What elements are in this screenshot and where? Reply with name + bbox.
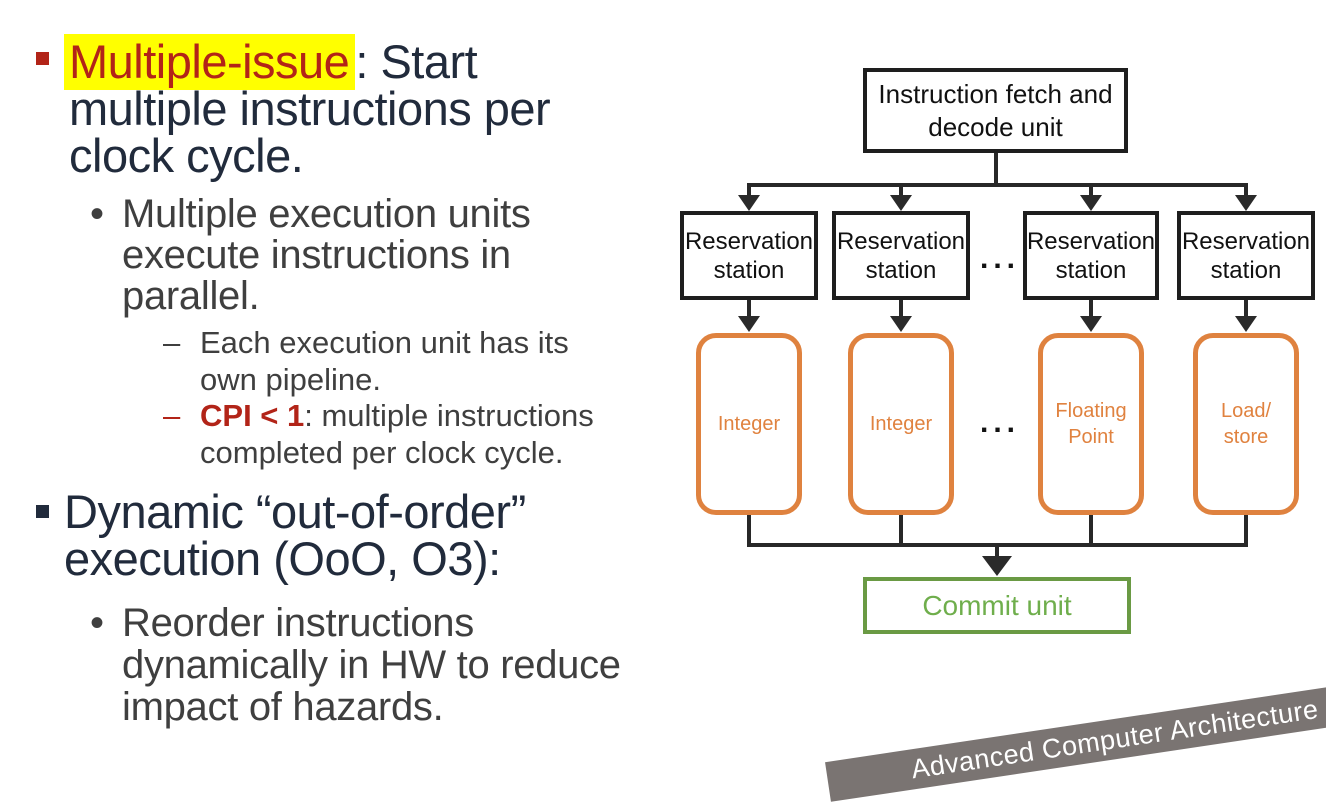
connector-line — [1244, 183, 1248, 197]
connector-line — [899, 300, 903, 317]
dashitem-text: : multiple instructions — [304, 398, 594, 433]
dashitem-text: completed per clock cycle. — [200, 434, 564, 470]
heading-text: clock cycle. — [69, 129, 304, 182]
reservation-station-box: Reservation station — [832, 211, 970, 300]
arrow-down-icon — [1080, 316, 1102, 332]
load-store-unit-box: Load/ store — [1193, 333, 1299, 515]
red-square-bullet-icon — [36, 52, 49, 65]
dash-bullet-icon: – — [163, 398, 181, 433]
rs-label: station — [713, 256, 785, 284]
heading-text: Dynamic “out-of-order” — [64, 485, 526, 538]
connector-line — [899, 515, 903, 547]
subbullet-execution-units: • Multiple execution units execute instr… — [90, 192, 682, 318]
rs-label: station — [1055, 256, 1127, 284]
dot-bullet-icon: • — [90, 601, 104, 645]
subbullet-text: dynamically in HW to reduce — [122, 643, 621, 687]
rs-label: Reservation — [1181, 227, 1311, 255]
integer-unit-box: Integer — [848, 333, 954, 515]
connector-line — [747, 183, 751, 197]
arrow-down-icon — [1235, 195, 1257, 211]
reservation-station-box: Reservation station — [1023, 211, 1159, 300]
banner-text: Advanced Computer Architecture — [909, 693, 1321, 784]
integer-unit-box: Integer — [696, 333, 802, 515]
heading-text: : Start — [355, 35, 478, 88]
bullet-dynamic-ooo: Dynamic “out-of-order” execution (OoO, O… — [64, 488, 684, 582]
rs-label: Reservation — [684, 227, 814, 255]
highlighted-term: Multiple-issue — [64, 34, 356, 90]
connector-line — [995, 543, 999, 558]
connector-line — [1089, 515, 1093, 547]
bullet-multiple-issue: Multiple-issue: Start multiple instructi… — [64, 34, 689, 182]
cpi-term: CPI < 1 — [200, 398, 305, 433]
heading-text: multiple instructions per — [69, 82, 551, 135]
connector-line — [1244, 515, 1248, 547]
subbullet-text: Multiple execution units — [122, 192, 531, 236]
dashitem-text: own pipeline. — [200, 361, 381, 397]
connector-line — [1244, 300, 1248, 317]
commit-unit-box: Commit unit — [863, 577, 1131, 634]
arrow-down-icon — [738, 316, 760, 332]
dashitem-own-pipeline: – Each execution unit has its own pipeli… — [163, 325, 700, 398]
arrow-down-icon — [1080, 195, 1102, 211]
connector-line — [747, 300, 751, 317]
fetch-box-label: decode unit — [928, 111, 1063, 142]
arrow-down-icon — [738, 195, 760, 211]
heading-text: execution (OoO, O3): — [64, 532, 501, 585]
dash-bullet-icon: – — [163, 325, 181, 360]
connector-line — [747, 515, 751, 547]
arrow-down-icon — [890, 316, 912, 332]
rs-label: station — [1210, 256, 1282, 284]
subbullet-text: parallel. — [122, 274, 260, 318]
dot-bullet-icon: • — [90, 192, 104, 236]
subbullet-reorder: • Reorder instructions dynamically in HW… — [90, 601, 722, 729]
rs-label: Reservation — [1026, 227, 1156, 255]
rs-label: station — [865, 256, 937, 284]
dashitem-text: Each execution unit has its — [200, 325, 569, 360]
subbullet-text: impact of hazards. — [122, 685, 444, 729]
fetch-decode-box: Instruction fetch and decode unit — [863, 68, 1128, 153]
course-banner: Advanced Computer Architecture — [825, 676, 1326, 802]
subbullet-text: execute instructions in — [122, 233, 511, 277]
subbullet-text: Reorder instructions — [122, 601, 474, 645]
ellipsis-fu: ... — [980, 406, 1021, 439]
reservation-station-box: Reservation station — [1177, 211, 1315, 300]
arrow-down-icon — [890, 195, 912, 211]
arrow-down-icon — [982, 556, 1012, 576]
commit-label: Commit unit — [922, 589, 1072, 621]
connector-line — [899, 183, 903, 197]
dashitem-cpi: – CPI < 1: multiple instructions complet… — [163, 398, 700, 471]
reservation-station-box: Reservation station — [680, 211, 818, 300]
floating-point-unit-box: Floating Point — [1038, 333, 1144, 515]
fetch-box-label: Instruction fetch and — [878, 78, 1113, 109]
ellipsis-rs: ... — [980, 242, 1021, 275]
connector-line — [1089, 183, 1093, 197]
connector-line — [1089, 300, 1093, 317]
arrow-down-icon — [1235, 316, 1257, 332]
navy-square-bullet-icon — [36, 505, 49, 518]
connector-line — [994, 153, 998, 187]
rs-label: Reservation — [836, 227, 966, 255]
connector-line — [747, 183, 1248, 187]
